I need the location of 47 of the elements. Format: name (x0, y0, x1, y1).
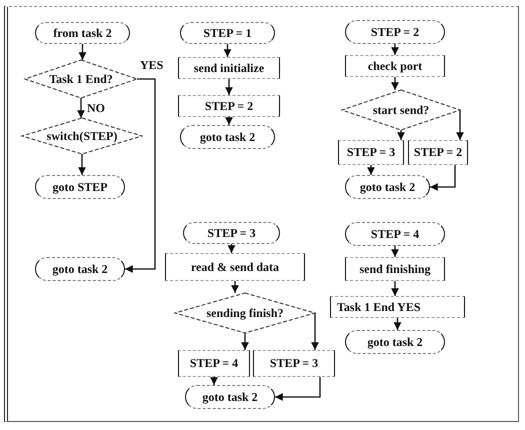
decision-diamond: start send? (342, 90, 460, 130)
decision-diamond: sending finish? (175, 293, 315, 333)
process-box: STEP = 2 (178, 95, 280, 117)
terminal-box: STEP = 4 (345, 222, 445, 246)
terminal-box: STEP = 3 (183, 222, 280, 244)
arrow (275, 376, 321, 401)
decision-diamond: switch(STEP) (22, 118, 142, 154)
arrow (367, 165, 375, 175)
arrow (77, 98, 85, 118)
arrow (228, 244, 236, 253)
arrow (311, 313, 319, 350)
arrow (231, 281, 239, 293)
decision-diamond: Task 1 End? (25, 60, 137, 98)
arrow (210, 377, 218, 385)
process-box: send initialize (178, 57, 280, 79)
arrow (391, 246, 399, 257)
arrow (391, 44, 399, 55)
arrow (125, 78, 156, 273)
arrow (225, 117, 233, 125)
process-box: send finishing (345, 257, 445, 281)
terminal-box: goto task 2 (185, 385, 275, 409)
arrow (391, 77, 399, 90)
terminal-box: goto task 2 (345, 175, 430, 199)
arrow (391, 281, 399, 296)
arrow (397, 130, 405, 140)
arrow (78, 154, 86, 175)
terminal-box: from task 2 (35, 22, 130, 44)
terminal-box: STEP = 1 (180, 22, 275, 44)
terminal-box: goto STEP (35, 175, 125, 199)
arrow (241, 333, 249, 350)
process-box: STEP = 3 (338, 140, 404, 165)
arrow (394, 318, 402, 330)
terminal-box: goto task 2 (345, 330, 445, 354)
arrow (78, 44, 86, 60)
terminal-box: STEP = 2 (345, 20, 445, 44)
arrow (430, 164, 456, 191)
process-box: read & send data (165, 253, 305, 281)
process-box: Task 1 End YES (330, 296, 465, 318)
terminal-box: goto task 2 (35, 257, 125, 281)
arrow (456, 110, 464, 140)
arrow (225, 79, 233, 95)
arrow (224, 44, 232, 57)
process-box: STEP = 3 (253, 350, 335, 377)
terminal-box: goto task 2 (180, 125, 275, 149)
process-box: STEP = 2 (408, 140, 468, 165)
process-box: STEP = 4 (178, 350, 250, 377)
process-box: check port (345, 55, 445, 77)
